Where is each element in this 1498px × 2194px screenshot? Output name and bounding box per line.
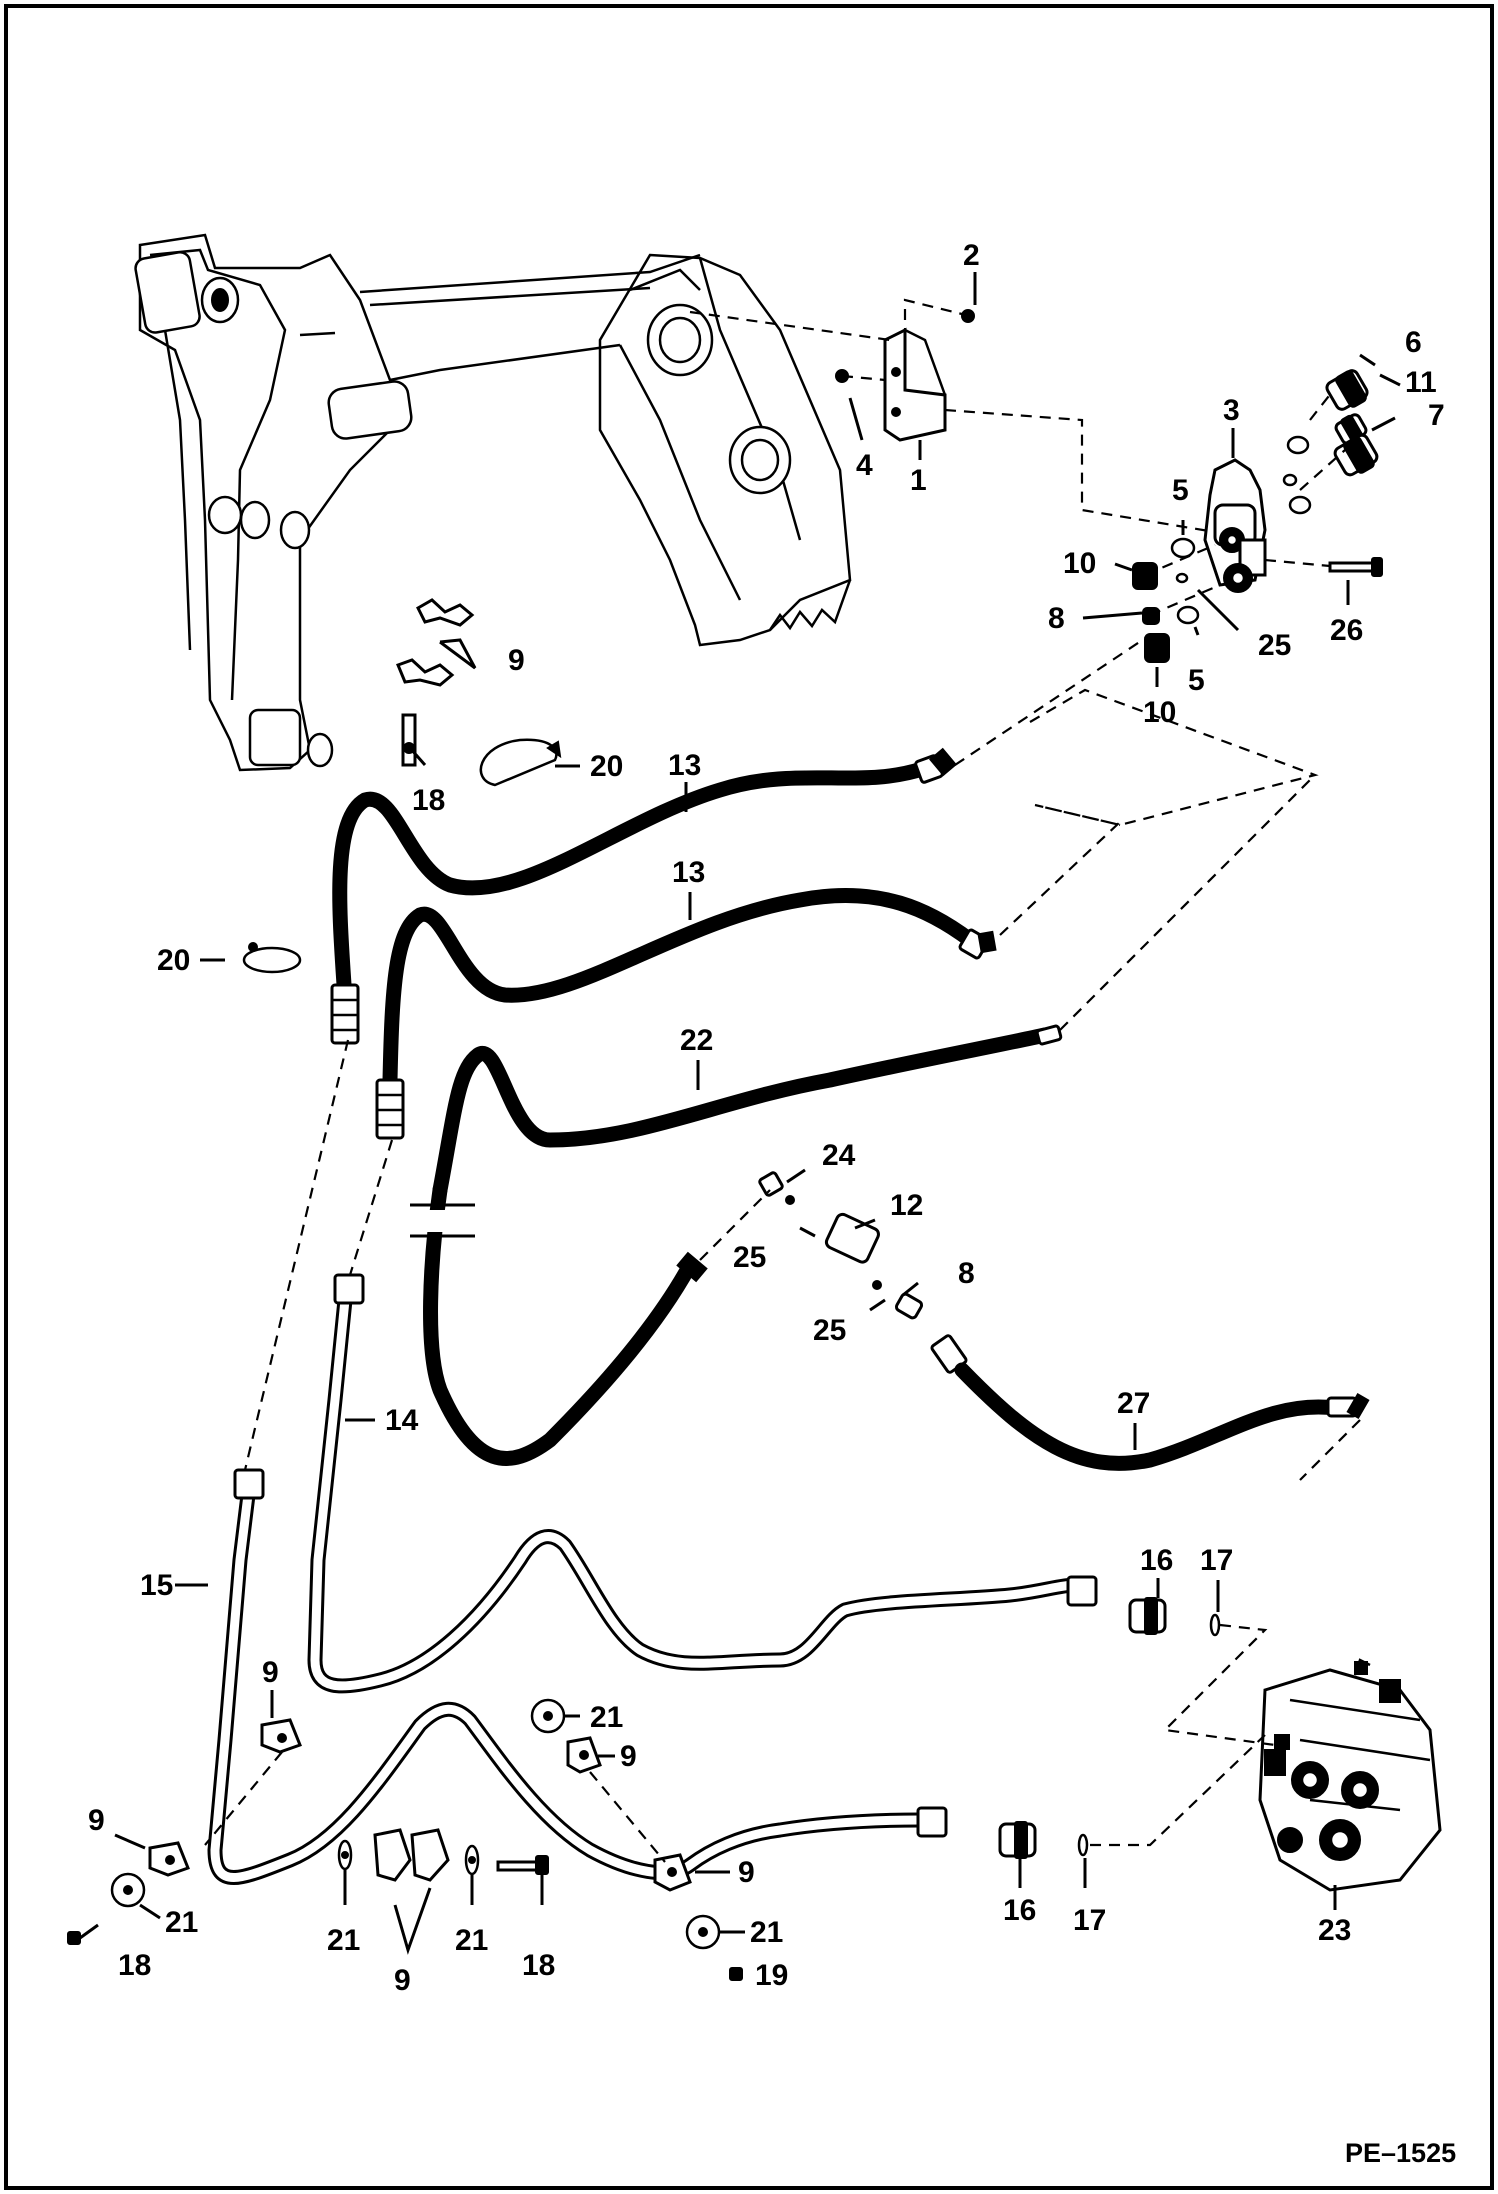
- callout-20: 20: [157, 944, 190, 977]
- callout-9: 9: [620, 1740, 637, 1773]
- callout-17: 17: [1073, 1904, 1106, 1937]
- callout-21: 21: [165, 1906, 198, 1939]
- callout-3: 3: [1223, 394, 1240, 427]
- callout-25: 25: [733, 1241, 766, 1274]
- callout-4: 4: [856, 449, 873, 482]
- callout-5: 5: [1172, 474, 1189, 507]
- callout-6: 6: [1405, 326, 1422, 359]
- callout-8: 8: [1048, 602, 1065, 635]
- valve-fittings-lower: [1132, 537, 1383, 663]
- lower-clamps: [67, 1698, 743, 1981]
- callout-1: 1: [910, 464, 927, 497]
- hose-clamp-rings: [242, 738, 562, 974]
- callout-labels: 2 6 11 7 3 4 1 5 10 8 25 26 5 10 9 18 20…: [88, 239, 1445, 1997]
- callout-14: 14: [385, 1404, 419, 1437]
- callout-18: 18: [522, 1949, 555, 1982]
- callout-21: 21: [590, 1701, 623, 1734]
- control-valve: [1258, 1658, 1442, 1892]
- valve-fittings-upper: [1282, 369, 1379, 515]
- callout-17: 17: [1200, 1544, 1233, 1577]
- callout-10: 10: [1063, 547, 1096, 580]
- callout-7: 7: [1428, 399, 1445, 432]
- callout-8: 8: [958, 1257, 975, 1290]
- callout-13: 13: [668, 749, 701, 782]
- callout-18: 18: [118, 1949, 151, 1982]
- hose-assembly-27: [758, 1171, 1370, 1471]
- hose-assembly-13-lower: [375, 888, 997, 1140]
- callout-19: 19: [755, 1959, 788, 1992]
- callout-21: 21: [327, 1924, 360, 1957]
- callout-12: 12: [890, 1189, 923, 1222]
- mounting-bracket: [835, 309, 975, 442]
- clamp-set-top: [396, 598, 475, 767]
- callout-25: 25: [813, 1314, 846, 1347]
- steel-tube-14: [307, 1273, 1098, 1694]
- callout-18: 18: [412, 784, 445, 817]
- callout-21: 21: [750, 1916, 783, 1949]
- callout-5: 5: [1188, 664, 1205, 697]
- callout-25: 25: [1258, 629, 1291, 662]
- callout-13: 13: [672, 856, 705, 889]
- callout-11: 11: [1405, 366, 1437, 399]
- relief-valve-block: [1203, 458, 1267, 593]
- callout-21: 21: [455, 1924, 488, 1957]
- callout-26: 26: [1330, 614, 1363, 647]
- callout-10: 10: [1143, 696, 1176, 729]
- assembly-lines: [204, 298, 1361, 1863]
- page-border: [4, 4, 1494, 2190]
- callout-9: 9: [394, 1964, 411, 1997]
- callout-2: 2: [963, 239, 980, 272]
- callout-22: 22: [680, 1024, 713, 1057]
- tube-adapters: [998, 1597, 1221, 1859]
- callout-15: 15: [140, 1569, 173, 1602]
- callout-16: 16: [1140, 1544, 1173, 1577]
- callout-9: 9: [738, 1856, 755, 1889]
- loader-arm-outline: [138, 233, 852, 772]
- figure-code: PE–1525: [1345, 2138, 1456, 2168]
- callout-9: 9: [262, 1656, 279, 1689]
- callout-16: 16: [1003, 1894, 1036, 1927]
- hose-assembly-13-upper: [330, 747, 957, 1045]
- callout-9: 9: [88, 1804, 105, 1837]
- callout-20: 20: [590, 750, 623, 783]
- callout-23: 23: [1318, 1914, 1351, 1947]
- steel-tube-15: [207, 1468, 948, 1885]
- hose-assembly-22: [405, 1024, 1063, 1466]
- callout-leaders: [114, 272, 1401, 1955]
- callout-24: 24: [822, 1139, 856, 1172]
- callout-27: 27: [1117, 1387, 1150, 1420]
- loader-arm-holes: [134, 251, 792, 768]
- callout-9: 9: [508, 644, 525, 677]
